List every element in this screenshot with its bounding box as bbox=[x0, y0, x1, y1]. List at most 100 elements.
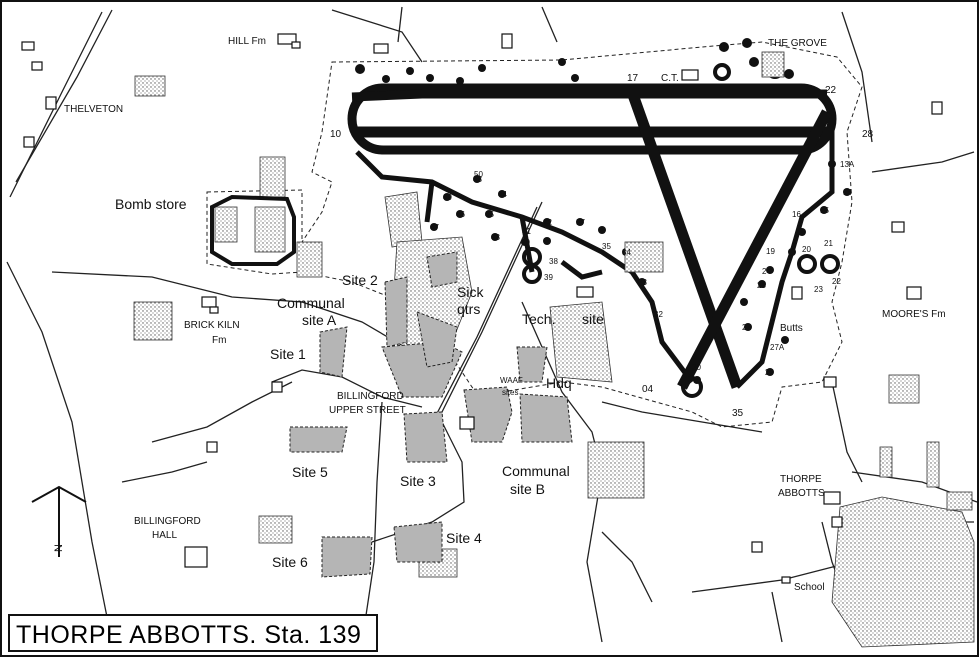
label-billingford-upper-2: UPPER STREET bbox=[329, 405, 406, 416]
label-tech-2: site bbox=[582, 311, 604, 327]
hardstand-49: 49 bbox=[443, 193, 452, 202]
runway-number-17: 17 bbox=[627, 73, 639, 84]
label-site-5: Site 5 bbox=[292, 464, 328, 480]
label-site-3: Site 3 bbox=[400, 473, 436, 489]
label-moores-fm: MOORE'S Fm bbox=[882, 309, 946, 320]
runway-numbers: 17 22 10 28 04 35 bbox=[330, 73, 874, 419]
hardstand-14: 14 bbox=[843, 188, 852, 197]
label-thorpe-abbotts-1: THORPE bbox=[780, 474, 822, 485]
hardstand-4: 4 bbox=[427, 74, 432, 83]
map-title: THORPE ABBOTTS. Sta. 139 bbox=[8, 614, 378, 652]
north-arrow: N bbox=[31, 485, 87, 557]
hardstand-11: 11 bbox=[742, 39, 751, 48]
hardstand-45: 45 bbox=[485, 210, 494, 219]
label-communal-a-2: site A bbox=[302, 312, 337, 328]
hardstand-46: 46 bbox=[456, 210, 465, 219]
hardstand-25: 25 bbox=[757, 281, 766, 290]
runways bbox=[347, 83, 837, 390]
hardstand-47: 47 bbox=[430, 223, 439, 232]
runway-number-22: 22 bbox=[825, 85, 837, 96]
hardstand-27a: 27A bbox=[770, 343, 785, 352]
label-thorpe-abbotts-2: ABBOTTS bbox=[778, 488, 825, 499]
north-label: N bbox=[53, 544, 65, 552]
hardstand-40: 40 bbox=[521, 238, 530, 247]
hardstand-19: 19 bbox=[766, 247, 775, 256]
label-site-2: Site 2 bbox=[342, 272, 378, 288]
label-site-6: Site 6 bbox=[272, 554, 308, 570]
runway-number-35: 35 bbox=[732, 408, 744, 419]
hardstand-35: 35 bbox=[602, 242, 611, 251]
bomb-store-boundary bbox=[206, 189, 303, 275]
hardstand-numbers: 1 2 3 4 5 6 7 10 11 12 13 13A 14 15 16 1… bbox=[357, 39, 855, 377]
label-tech-1: Tech. bbox=[522, 311, 555, 327]
hardstand-13: 13 bbox=[784, 70, 793, 79]
label-site-4: Site 4 bbox=[446, 530, 482, 546]
airfield-boundary bbox=[301, 41, 863, 428]
buildings bbox=[21, 33, 943, 584]
runway-number-28: 28 bbox=[862, 129, 874, 140]
label-communal-a-1: Communal bbox=[277, 295, 345, 311]
bomb-store-tracks bbox=[210, 194, 296, 266]
hardstand-10: 10 bbox=[719, 43, 728, 52]
hardstand-21: 21 bbox=[824, 239, 833, 248]
label-hill-fm: HILL Fm bbox=[228, 36, 266, 47]
hardstand-30: 30 bbox=[692, 363, 701, 372]
hardstand-15: 15 bbox=[820, 206, 829, 215]
label-hdq: Hdq bbox=[546, 375, 572, 391]
hardstand-22: 22 bbox=[832, 277, 841, 286]
hardstand-3: 3 bbox=[407, 67, 412, 76]
roads bbox=[6, 6, 978, 643]
hardstand-20: 20 bbox=[802, 245, 811, 254]
label-bomb-store: Bomb store bbox=[115, 196, 187, 212]
label-sick-qtrs-2: qtrs bbox=[457, 301, 480, 317]
label-brick-kiln-1: BRICK KILN bbox=[184, 320, 240, 331]
domestic-sites bbox=[289, 251, 573, 578]
label-waaf-1: WAAF bbox=[500, 376, 523, 385]
runway-number-10: 10 bbox=[330, 129, 342, 140]
hardstand-41: 41 bbox=[522, 227, 531, 236]
hardstand-32: 32 bbox=[654, 310, 663, 319]
hardstand-39: 39 bbox=[544, 273, 553, 282]
hardstand-2: 2 bbox=[383, 75, 388, 84]
hardstand-7: 7 bbox=[572, 74, 577, 83]
label-school: School bbox=[794, 582, 825, 593]
hardstand-24: 24 bbox=[762, 267, 771, 276]
label-ct: C.T. bbox=[661, 73, 679, 84]
hardstand-5: 5 bbox=[457, 77, 462, 86]
hardstand-33: 33 bbox=[638, 278, 647, 287]
map-labels: HILL Fm THELVETON THE GROVE C.T. Bomb st… bbox=[64, 36, 946, 593]
label-billingford-hall-2: HALL bbox=[152, 530, 177, 541]
label-communal-b-1: Communal bbox=[502, 463, 570, 479]
hardstand-37: 37 bbox=[576, 218, 585, 227]
label-butts: Butts bbox=[780, 323, 803, 334]
hardstand-50: 50 bbox=[474, 170, 483, 179]
hardstand-27: 27 bbox=[742, 323, 751, 332]
hardstand-dots bbox=[355, 38, 851, 384]
hardstand-48: 48 bbox=[473, 175, 482, 184]
label-billingford-hall-1: BILLINGFORD bbox=[134, 516, 201, 527]
hardstand-1: 1 bbox=[357, 65, 362, 74]
hardstand-34: 34 bbox=[622, 248, 631, 257]
label-sick-qtrs-1: Sick bbox=[457, 284, 484, 300]
label-thelveton: THELVETON bbox=[64, 104, 123, 115]
hardstand-13a: 13A bbox=[840, 160, 855, 169]
label-billingford-upper-1: BILLINGFORD bbox=[337, 391, 404, 402]
label-site-1: Site 1 bbox=[270, 346, 306, 362]
label-waaf-2: sites bbox=[502, 388, 518, 397]
woodland-areas bbox=[133, 51, 975, 648]
hardstand-42: 42 bbox=[543, 218, 552, 227]
runway-10-28 bbox=[347, 83, 837, 155]
hardstand-44: 44 bbox=[498, 190, 507, 199]
label-communal-b-2: site B bbox=[510, 481, 545, 497]
hardstand-43: 43 bbox=[491, 233, 500, 242]
hardstand-29: 29 bbox=[765, 368, 774, 377]
label-the-grove: THE GROVE bbox=[768, 38, 827, 49]
label-brick-kiln-2: Fm bbox=[212, 335, 226, 346]
hardstand-23: 23 bbox=[814, 285, 823, 294]
hardstand-38: 38 bbox=[549, 257, 558, 266]
hardstand-12: 12 bbox=[749, 58, 758, 67]
runway-number-04: 04 bbox=[642, 384, 654, 395]
hardstand-6: 6 bbox=[559, 58, 564, 67]
